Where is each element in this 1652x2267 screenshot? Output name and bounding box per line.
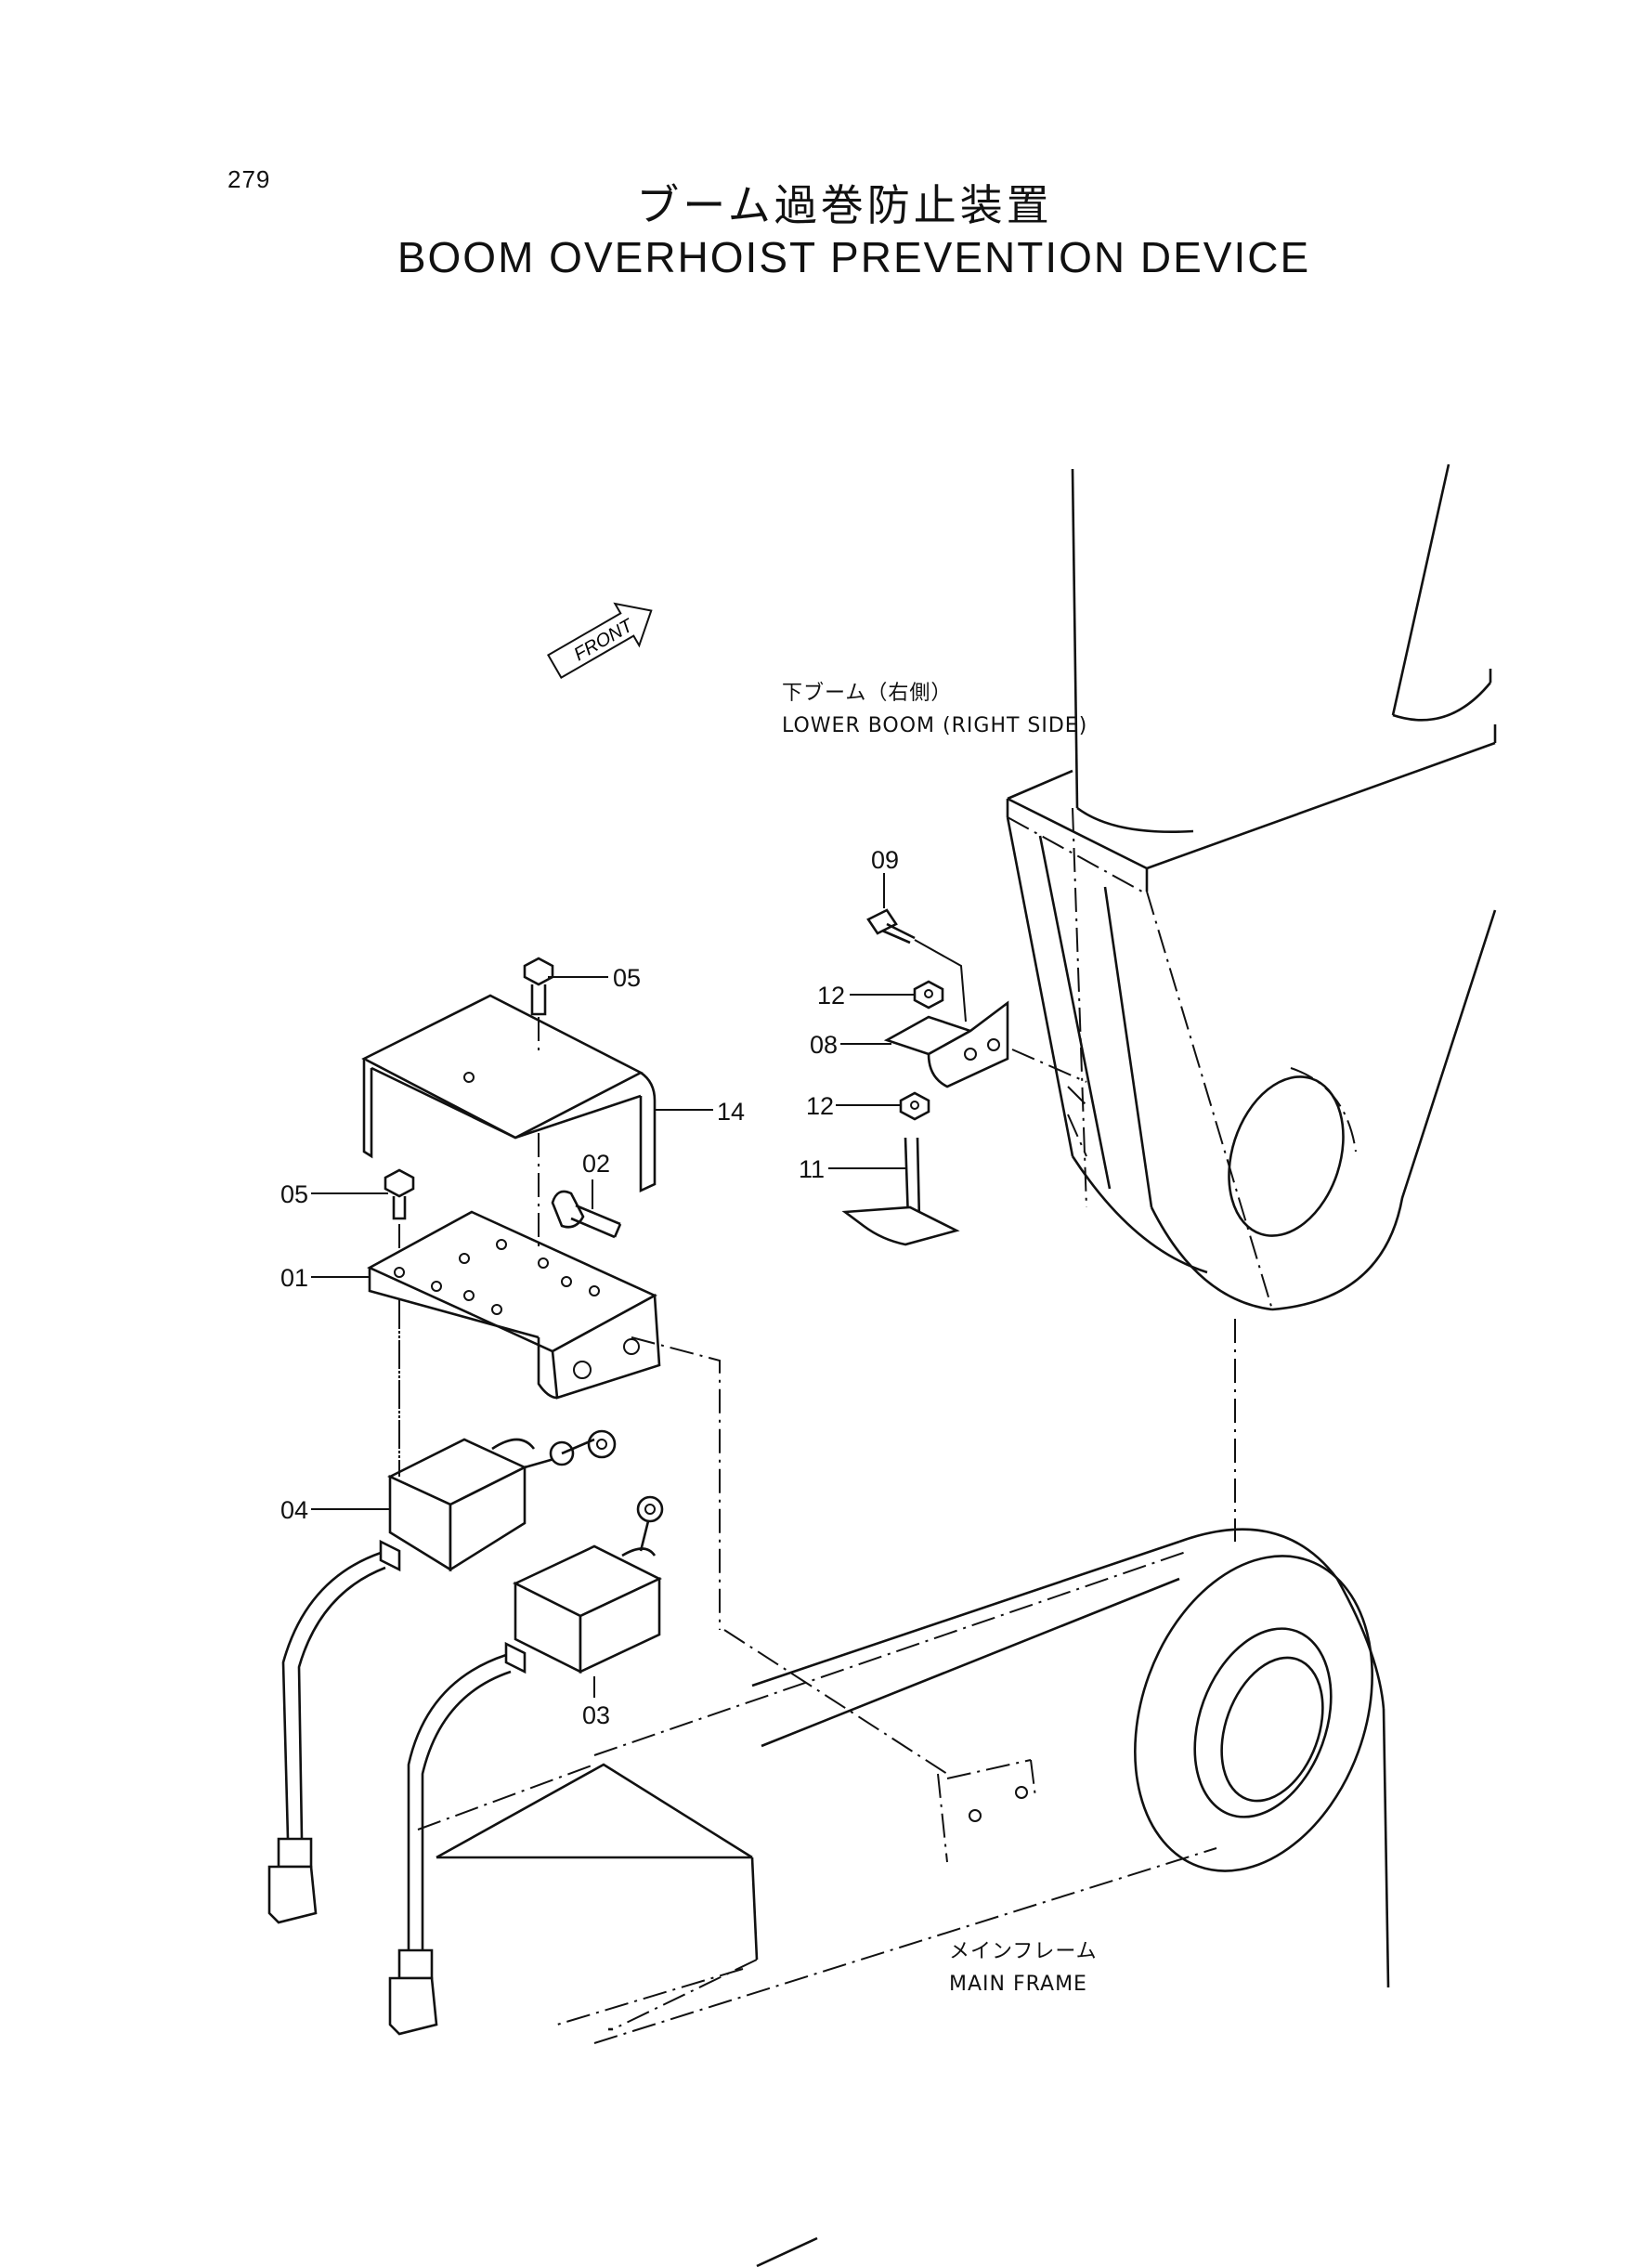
title-english: BOOM OVERHOIST PREVENTION DEVICE <box>397 233 1311 281</box>
callout-12-upper: 12 <box>817 982 845 1010</box>
callout-01: 01 <box>280 1264 308 1292</box>
callout-02: 02 <box>582 1150 610 1178</box>
bolt-05-top <box>523 957 554 1249</box>
lower-boom-label-jp: 下ブーム（右側） <box>782 682 952 705</box>
callout-05-top: 05 <box>613 964 641 992</box>
leader-lines <box>311 873 915 1698</box>
title-japanese: ブーム過巻防止装置 <box>636 180 1053 230</box>
callout-05-left: 05 <box>280 1180 308 1208</box>
nut-12-upper <box>913 980 944 1010</box>
main-frame-drawing <box>417 1528 1390 2267</box>
page-number: 279 <box>228 165 271 193</box>
front-arrow: FRONT <box>547 602 653 679</box>
callout-12-lower: 12 <box>806 1092 834 1120</box>
main-frame-label-en: MAIN FRAME <box>949 1973 1087 1996</box>
bolt-02 <box>551 1190 622 1239</box>
nut-12-lower <box>899 1091 930 1121</box>
bracket-08 <box>883 1000 1087 1106</box>
callout-11: 11 <box>799 1155 825 1183</box>
bolt-09 <box>866 908 967 1023</box>
callout-04: 04 <box>280 1496 308 1524</box>
bracket-01 <box>367 1210 661 1400</box>
callout-03: 03 <box>582 1701 610 1729</box>
callout-08: 08 <box>810 1031 838 1059</box>
callout-09: 09 <box>871 846 899 874</box>
bolt-11 <box>841 1137 960 1246</box>
lower-boom-label-en: LOWER BOOM (RIGHT SIDE) <box>782 714 1087 737</box>
main-frame-label-jp: メインフレーム <box>949 1940 1098 1963</box>
limit-switch-03 <box>388 1336 721 2036</box>
lower-boom-drawing <box>1006 463 1497 1542</box>
limit-switch-04 <box>267 1300 617 1924</box>
cover-14 <box>361 994 657 1193</box>
callout-14: 14 <box>717 1098 745 1126</box>
